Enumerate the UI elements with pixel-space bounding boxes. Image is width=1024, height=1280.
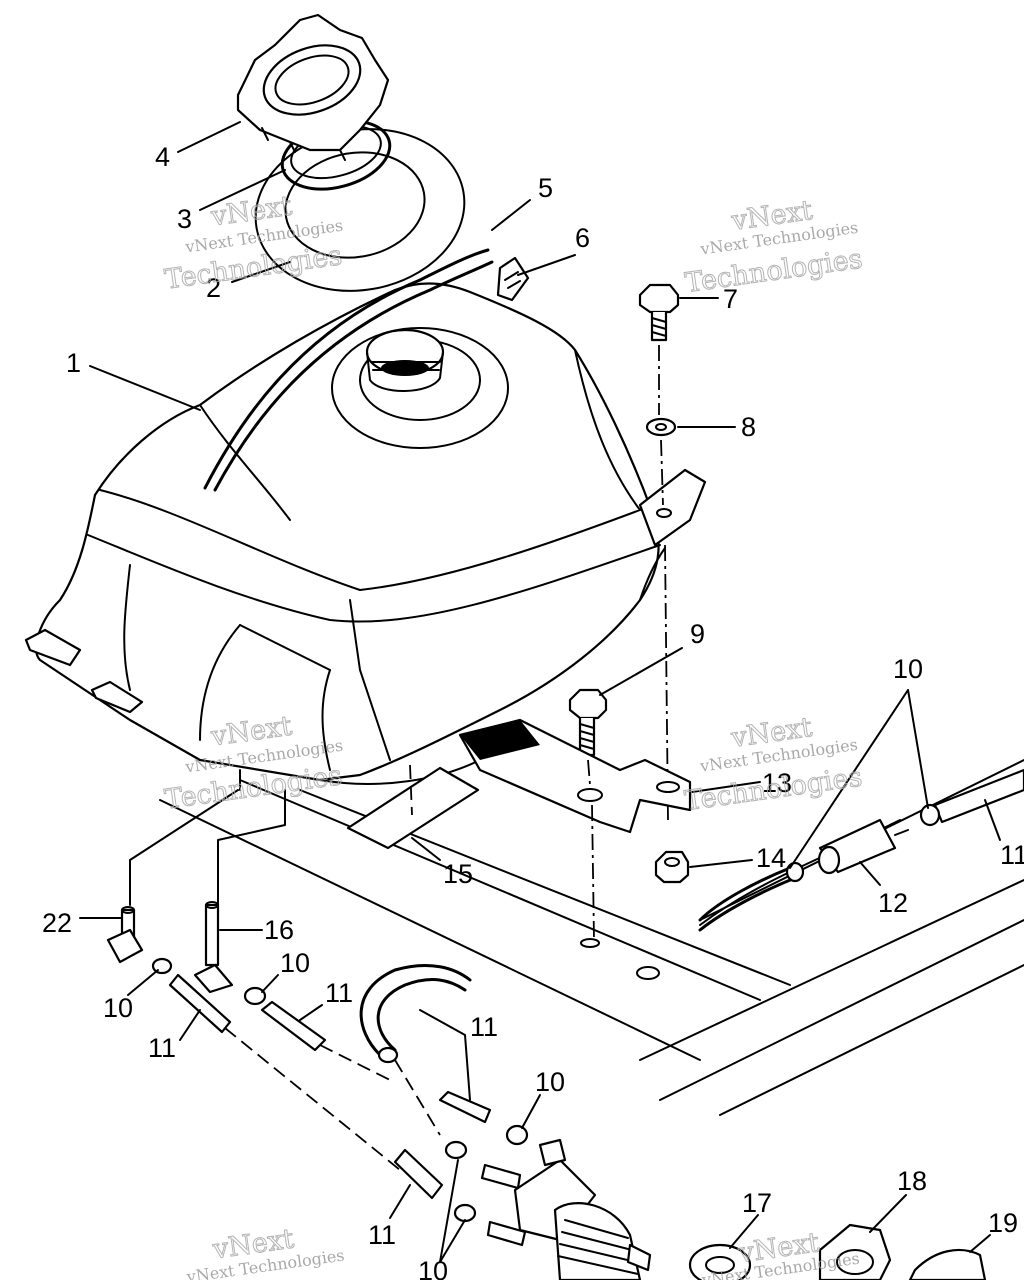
- callout-8: 8: [741, 412, 756, 442]
- callout-10: 10: [893, 654, 923, 684]
- seal-17: [688, 1243, 752, 1280]
- washer-8: [645, 417, 677, 437]
- fuel-tank: [24, 248, 707, 785]
- bolt-7: [638, 283, 680, 342]
- callout-7: 7: [723, 284, 738, 314]
- fitting-16: [193, 901, 234, 994]
- callout-10: 10: [418, 1256, 448, 1280]
- callout-1: 1: [66, 348, 81, 378]
- knob-19: [908, 1248, 987, 1280]
- callout-17: 17: [742, 1188, 772, 1218]
- callout-18: 18: [897, 1166, 927, 1196]
- bolt-9: [568, 688, 608, 757]
- callout-10: 10: [103, 993, 133, 1023]
- callout-4: 4: [155, 142, 170, 172]
- callout-15: 15: [443, 859, 473, 889]
- callout-labels: 1 2 3 4 5 6 7 8 9 10 11 12 13 14 15 16 1…: [42, 142, 1024, 1280]
- callout-12: 12: [878, 888, 908, 918]
- callout-13: 13: [762, 768, 792, 798]
- pad-15: [346, 764, 480, 850]
- callout-2: 2: [206, 273, 221, 303]
- vent-fitting: [496, 256, 530, 302]
- callout-11: 11: [325, 978, 353, 1008]
- fuel-lines: [168, 768, 1024, 1200]
- fuel-cap: [236, 13, 390, 161]
- callout-11: 11: [148, 1033, 176, 1063]
- callout-3: 3: [177, 204, 192, 234]
- callout-11: 11: [1000, 840, 1024, 870]
- callout-16: 16: [264, 915, 294, 945]
- callout-10: 10: [535, 1067, 565, 1097]
- nut-18: [818, 1223, 892, 1280]
- callout-22: 22: [42, 908, 72, 938]
- callout-11: 11: [368, 1220, 396, 1250]
- callout-14: 14: [756, 843, 786, 873]
- callout-19: 19: [988, 1208, 1018, 1238]
- fitting-22: [106, 906, 144, 964]
- callout-10: 10: [280, 948, 310, 978]
- fuel-filter: [785, 818, 909, 883]
- callout-5: 5: [538, 173, 553, 203]
- nut-14: [654, 850, 690, 884]
- fuel-valve: [480, 1138, 652, 1280]
- mounting-bracket: [458, 718, 692, 834]
- callout-9: 9: [690, 619, 705, 649]
- leader-lines: [79, 121, 1001, 1263]
- callout-6: 6: [575, 223, 590, 253]
- callout-11: 11: [470, 1012, 498, 1042]
